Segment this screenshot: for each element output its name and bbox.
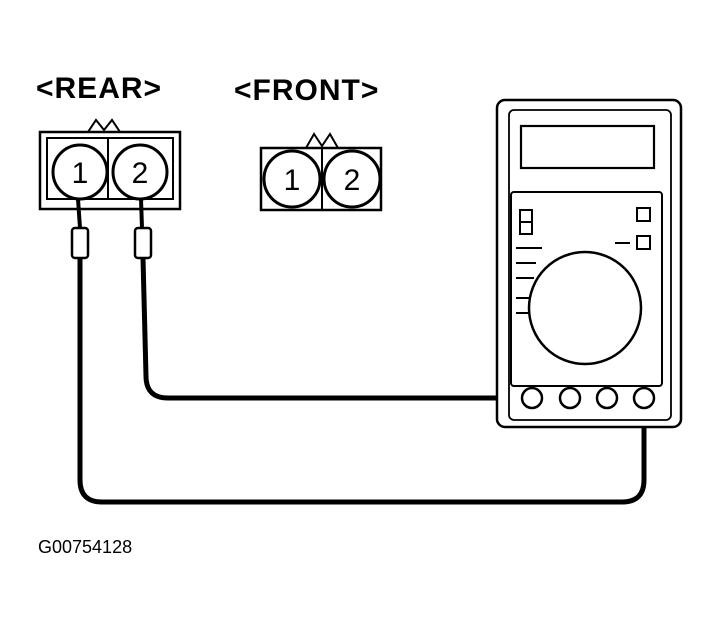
svg-text:1: 1 bbox=[284, 164, 301, 197]
test-lead-2 bbox=[140, 257, 530, 401]
input-jack-4 bbox=[632, 386, 656, 410]
svg-text:2: 2 bbox=[132, 157, 149, 190]
front-pin-2: 2 bbox=[322, 149, 382, 209]
svg-text:1: 1 bbox=[72, 157, 89, 190]
control-panel bbox=[510, 191, 663, 387]
left-buttons bbox=[519, 209, 533, 235]
front-connector-label: <FRONT> bbox=[234, 74, 380, 107]
svg-text:2: 2 bbox=[344, 164, 361, 197]
rear-connector: 1 2 bbox=[38, 118, 182, 211]
figure-id: G00754128 bbox=[38, 537, 133, 557]
input-jacks bbox=[520, 386, 656, 410]
input-jack-1 bbox=[520, 386, 544, 410]
multimeter bbox=[495, 98, 683, 429]
rotary-dial bbox=[527, 250, 643, 366]
right-buttons bbox=[615, 207, 651, 250]
input-jack-2 bbox=[558, 386, 582, 410]
dial-scale-ticks bbox=[516, 247, 542, 314]
multimeter-display bbox=[519, 124, 656, 170]
front-pin-1: 1 bbox=[262, 149, 322, 209]
test-lead-1 bbox=[77, 258, 647, 505]
probe-2 bbox=[133, 198, 153, 260]
input-jack-3 bbox=[595, 386, 619, 410]
rear-connector-label: <REAR> bbox=[36, 72, 163, 105]
rear-pin-2: 2 bbox=[111, 143, 169, 201]
front-connector: 1 2 bbox=[259, 132, 383, 212]
rear-pin-1: 1 bbox=[51, 143, 109, 201]
